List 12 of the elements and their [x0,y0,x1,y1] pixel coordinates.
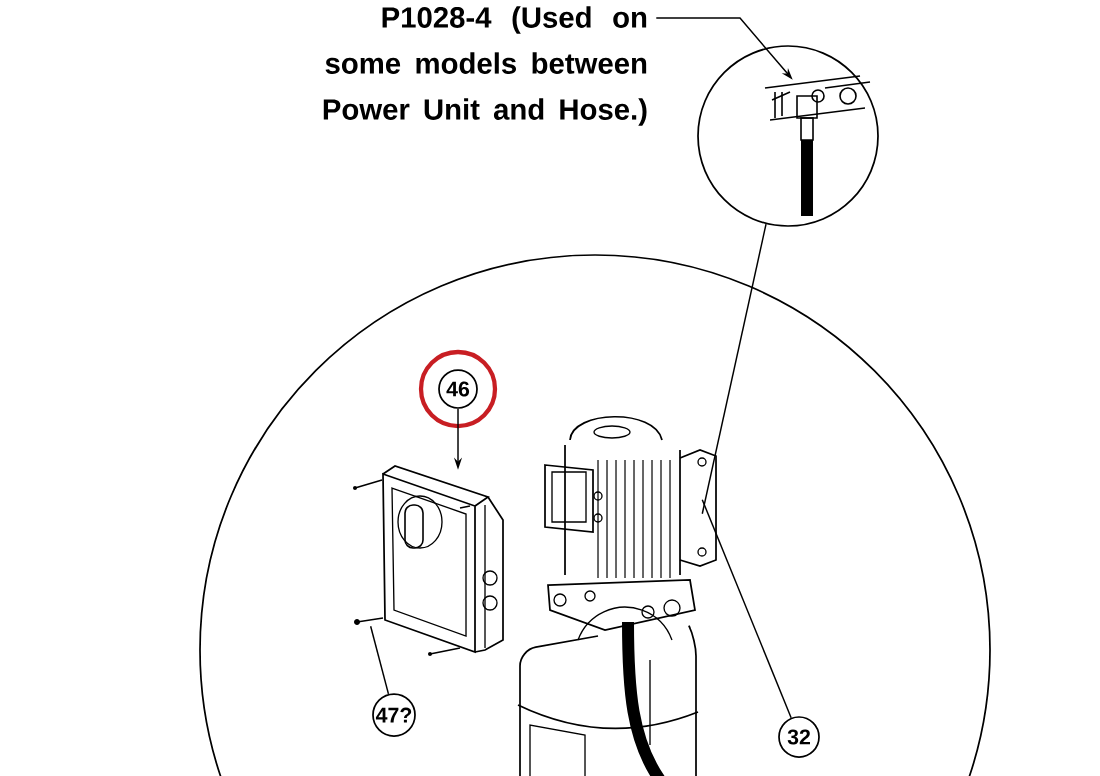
callout-number: 32 [778,716,820,758]
callout-number: 46 [438,369,478,409]
detail-circle [697,45,879,227]
leader-line [701,223,767,515]
fitting-drawing [764,75,871,216]
callout-text: P1028-4 (Used on some models between Power Unit and Hose.) [323,6,647,126]
screw-drawing [354,617,384,625]
leader-line [701,499,792,719]
leader-line [369,625,390,695]
power-unit-drawing [517,415,717,776]
control-box-drawing [353,465,504,656]
callout-number: 47? [372,693,416,737]
